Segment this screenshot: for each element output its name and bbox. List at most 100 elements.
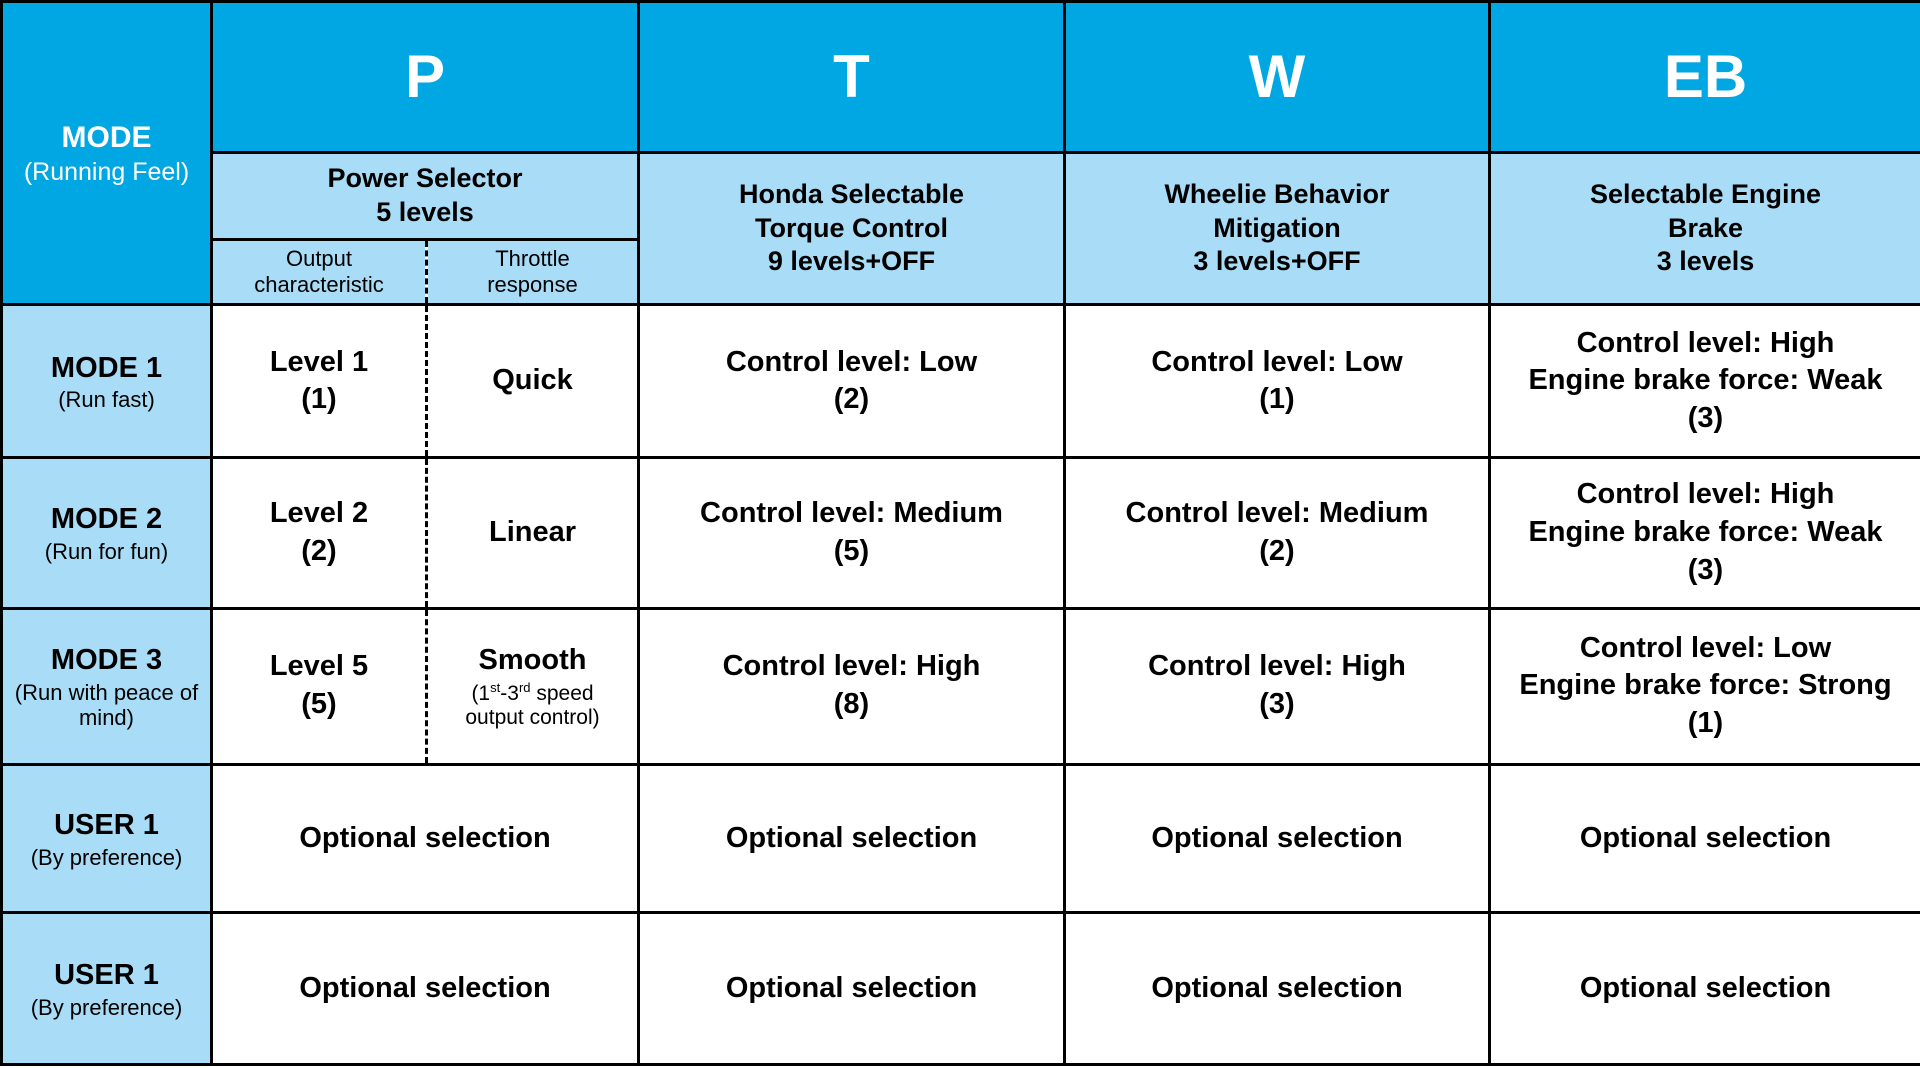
cell-eb: Control level: High Engine brake force: … (1488, 456, 1920, 610)
cell-line: Control level: Medium (700, 497, 1003, 530)
cell-eb: Optional selection (1488, 911, 1920, 1066)
cell-line: Control level: Medium (1125, 497, 1429, 530)
group-header-torque-control: Honda Selectable Torque Control 9 levels… (637, 150, 1066, 307)
sub-throttle-line1: Throttle (495, 245, 570, 271)
sub-output-line1: Output (285, 245, 353, 271)
row-title: MODE 1 (50, 351, 163, 384)
cell-line: Control level: Low (1579, 631, 1832, 664)
header-subcolumn-row: Output characteristic Throttle response (2, 238, 1920, 307)
row-label-mode-2: MODE 2 (Run for fun) (0, 456, 213, 610)
corner-title: MODE (61, 121, 152, 155)
row-title: USER 1 (54, 959, 159, 992)
group-header-power-selector: Power Selector 5 levels (210, 150, 640, 242)
row-subtitle: (Run with peace of mind) (14, 679, 199, 731)
subheader-output-characteristic: Output characteristic (210, 238, 428, 307)
row-label-mode-1: MODE 1 (Run fast) (0, 303, 213, 460)
cell-p-output: Level 1 (1) (210, 303, 428, 460)
cell-line: (3) (1687, 553, 1724, 586)
cell-line: (2) (833, 383, 870, 416)
note-text: speed (530, 681, 594, 705)
cell-t: Optional selection (637, 911, 1066, 1066)
cell-line: (3) (1259, 688, 1295, 721)
note-text: -3 (500, 681, 519, 705)
w-group-line2: Mitigation (1213, 212, 1341, 243)
column-header-t: T (637, 0, 1066, 154)
cell-line: Optional selection (299, 971, 551, 1004)
cell-line: Control level: High (1576, 478, 1835, 511)
cell-line: Quick (492, 364, 573, 397)
row-subtitle: (By preference) (30, 844, 183, 870)
cell-line: Engine brake force: Strong (1519, 669, 1892, 702)
cell-p-output: Level 5 (5) (210, 606, 428, 766)
cell-line: (1) (1259, 383, 1295, 416)
t-group-line1: Honda Selectable (738, 178, 965, 209)
cell-w: Control level: Medium (2) (1063, 456, 1491, 610)
sub-throttle-line2: response (487, 272, 578, 298)
cell-eb: Control level: Low Engine brake force: S… (1488, 606, 1920, 766)
eb-group-line2: Brake (1667, 212, 1744, 243)
cell-line: Optional selection (1579, 971, 1832, 1004)
column-letter-eb: EB (1663, 42, 1748, 110)
cell-line: Control level: High (1576, 326, 1835, 359)
header-letter-row: MODE (Running Feel) P T W EB (0, 0, 1920, 307)
eb-group-line3: 3 levels (1656, 246, 1755, 277)
column-letter-p: P (404, 42, 446, 110)
cell-line: (5) (301, 688, 337, 721)
sub-output-line2: characteristic (254, 272, 384, 298)
cell-w: Control level: High (3) (1063, 606, 1491, 766)
column-header-eb: EB (1488, 0, 1920, 154)
note-text: (1 (471, 681, 491, 705)
row-title: MODE 3 (50, 644, 163, 677)
cell-line: Optional selection (1579, 821, 1832, 854)
cell-line: (1) (301, 383, 337, 416)
note-superscript: st (490, 679, 501, 695)
table-row-mode-2: MODE 2 (Run for fun) Level 2 (2) Linear … (0, 456, 1920, 610)
row-subtitle: (By preference) (30, 994, 183, 1020)
cell-line: Smooth (478, 644, 587, 677)
cell-t: Control level: Medium (5) (637, 456, 1066, 610)
column-header-w: W (1063, 0, 1491, 154)
row-label-user-1: USER 1 (By preference) (0, 762, 213, 915)
cell-line: Optional selection (1151, 821, 1403, 854)
cell-line: Control level: High (722, 650, 981, 683)
cell-line: (2) (301, 534, 337, 567)
table-row-user-1: USER 1 (By preference) Optional selectio… (0, 762, 1920, 915)
cell-w: Optional selection (1063, 762, 1491, 915)
cell-w: Optional selection (1063, 911, 1491, 1066)
cell-line: (2) (1259, 534, 1295, 567)
cell-line: Optional selection (725, 821, 978, 854)
eb-group-line1: Selectable Engine (1589, 178, 1822, 209)
cell-line: Control level: Low (1151, 345, 1403, 378)
cell-t: Optional selection (637, 762, 1066, 915)
column-letter-w: W (1248, 42, 1306, 110)
w-group-line1: Wheelie Behavior (1164, 178, 1390, 209)
row-label-user-2: USER 1 (By preference) (0, 911, 213, 1066)
row-subtitle: (Run fast) (58, 387, 155, 413)
cell-line: Level 2 (269, 497, 369, 530)
row-title: USER 1 (54, 808, 159, 841)
header-group-row: Power Selector 5 levels Honda Selectable… (2, 150, 1920, 307)
cell-line: Engine brake force: Weak (1528, 364, 1883, 397)
row-subtitle: (Run for fun) (44, 539, 169, 565)
cell-line: Engine brake force: Weak (1528, 516, 1883, 549)
cell-line: (1) (1687, 707, 1724, 740)
cell-line: (3) (1687, 402, 1724, 435)
cell-line: Optional selection (1151, 971, 1403, 1004)
table-row-mode-1: MODE 1 (Run fast) Level 1 (1) Quick Cont… (0, 303, 1920, 460)
w-group-line3: 3 levels+OFF (1193, 246, 1361, 277)
table-row-mode-3: MODE 3 (Run with peace of mind) Level 5 … (0, 606, 1920, 766)
cell-line: Level 1 (269, 345, 369, 378)
cell-p-throttle: Quick (425, 303, 640, 460)
cell-line: Optional selection (299, 821, 551, 854)
cell-line: (8) (833, 688, 870, 721)
subheader-throttle-response: Throttle response (425, 238, 640, 307)
cell-t: Control level: Low (2) (637, 303, 1066, 460)
cell-line: Optional selection (725, 971, 978, 1004)
t-group-line3: 9 levels+OFF (767, 246, 936, 277)
group-header-engine-brake: Selectable Engine Brake 3 levels (1488, 150, 1920, 307)
corner-subtitle: (Running Feel) (23, 158, 190, 187)
cell-p: Optional selection (210, 762, 640, 915)
row-title: MODE 2 (50, 503, 163, 536)
